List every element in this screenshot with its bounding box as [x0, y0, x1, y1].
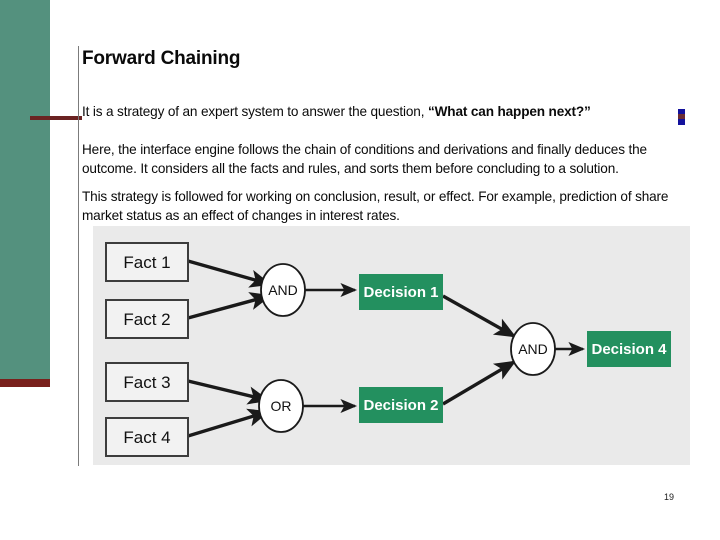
- edge-fact1-to-and1: [187, 259, 272, 288]
- fact-node-4[interactable]: Fact 4: [105, 417, 189, 457]
- slide-decoration-sidebar: [0, 0, 50, 379]
- body-paragraph-3: This strategy is followed for working on…: [82, 188, 669, 223]
- gate-and-2[interactable]: AND: [510, 322, 556, 376]
- gate-or-1[interactable]: OR: [258, 379, 304, 433]
- fact-node-2[interactable]: Fact 2: [105, 299, 189, 339]
- diagram-edges: [187, 259, 586, 438]
- decision-node-1[interactable]: Decision 1: [359, 274, 443, 310]
- gate-and-1[interactable]: AND: [260, 263, 306, 317]
- slide-decoration-accent-rule: [30, 116, 82, 120]
- gate-or-1-label: OR: [271, 398, 292, 414]
- slide-decoration-right-marker: [678, 109, 685, 125]
- fact-node-2-label: Fact 2: [123, 310, 170, 329]
- decision-node-4[interactable]: Decision 4: [587, 331, 671, 367]
- body-paragraph-1-lead: It is a strategy of an expert system to …: [82, 103, 428, 119]
- fact-node-1-label: Fact 1: [123, 253, 170, 272]
- fact-node-1[interactable]: Fact 1: [105, 242, 189, 282]
- edge-fact2-to-and1: [187, 292, 272, 320]
- slide-decoration-sidebar-footer-bar: [0, 379, 50, 387]
- edge-decision2-to-and2: [442, 360, 517, 406]
- decision-node-2[interactable]: Decision 2: [359, 387, 443, 423]
- edge-fact3-to-or1: [187, 379, 270, 405]
- body-paragraph-1: It is a strategy of an expert system to …: [82, 102, 672, 121]
- gate-and-1-label: AND: [268, 282, 298, 298]
- edge-decision1-to-and2: [442, 294, 517, 338]
- body-paragraph-2: Here, the interface engine follows the c…: [82, 141, 647, 176]
- body-paragraph-1-emphasis: “What can happen next?”: [427, 103, 591, 119]
- page-title: Forward Chaining: [82, 48, 241, 69]
- gate-and-2-label: AND: [518, 341, 548, 357]
- page-number: 19: [664, 492, 675, 502]
- fact-node-3-label: Fact 3: [123, 373, 170, 392]
- decision-node-1-label: Decision 1: [363, 284, 438, 301]
- content-left-divider: [78, 46, 79, 466]
- edge-fact4-to-or1: [187, 408, 270, 438]
- decision-node-4-label: Decision 4: [591, 341, 667, 358]
- decision-node-2-label: Decision 2: [363, 397, 438, 414]
- fact-node-4-label: Fact 4: [123, 428, 170, 447]
- forward-chaining-diagram: Fact 1 Fact 2 Fact 3 Fact 4 AND OR AND: [93, 226, 690, 465]
- fact-node-3[interactable]: Fact 3: [105, 362, 189, 402]
